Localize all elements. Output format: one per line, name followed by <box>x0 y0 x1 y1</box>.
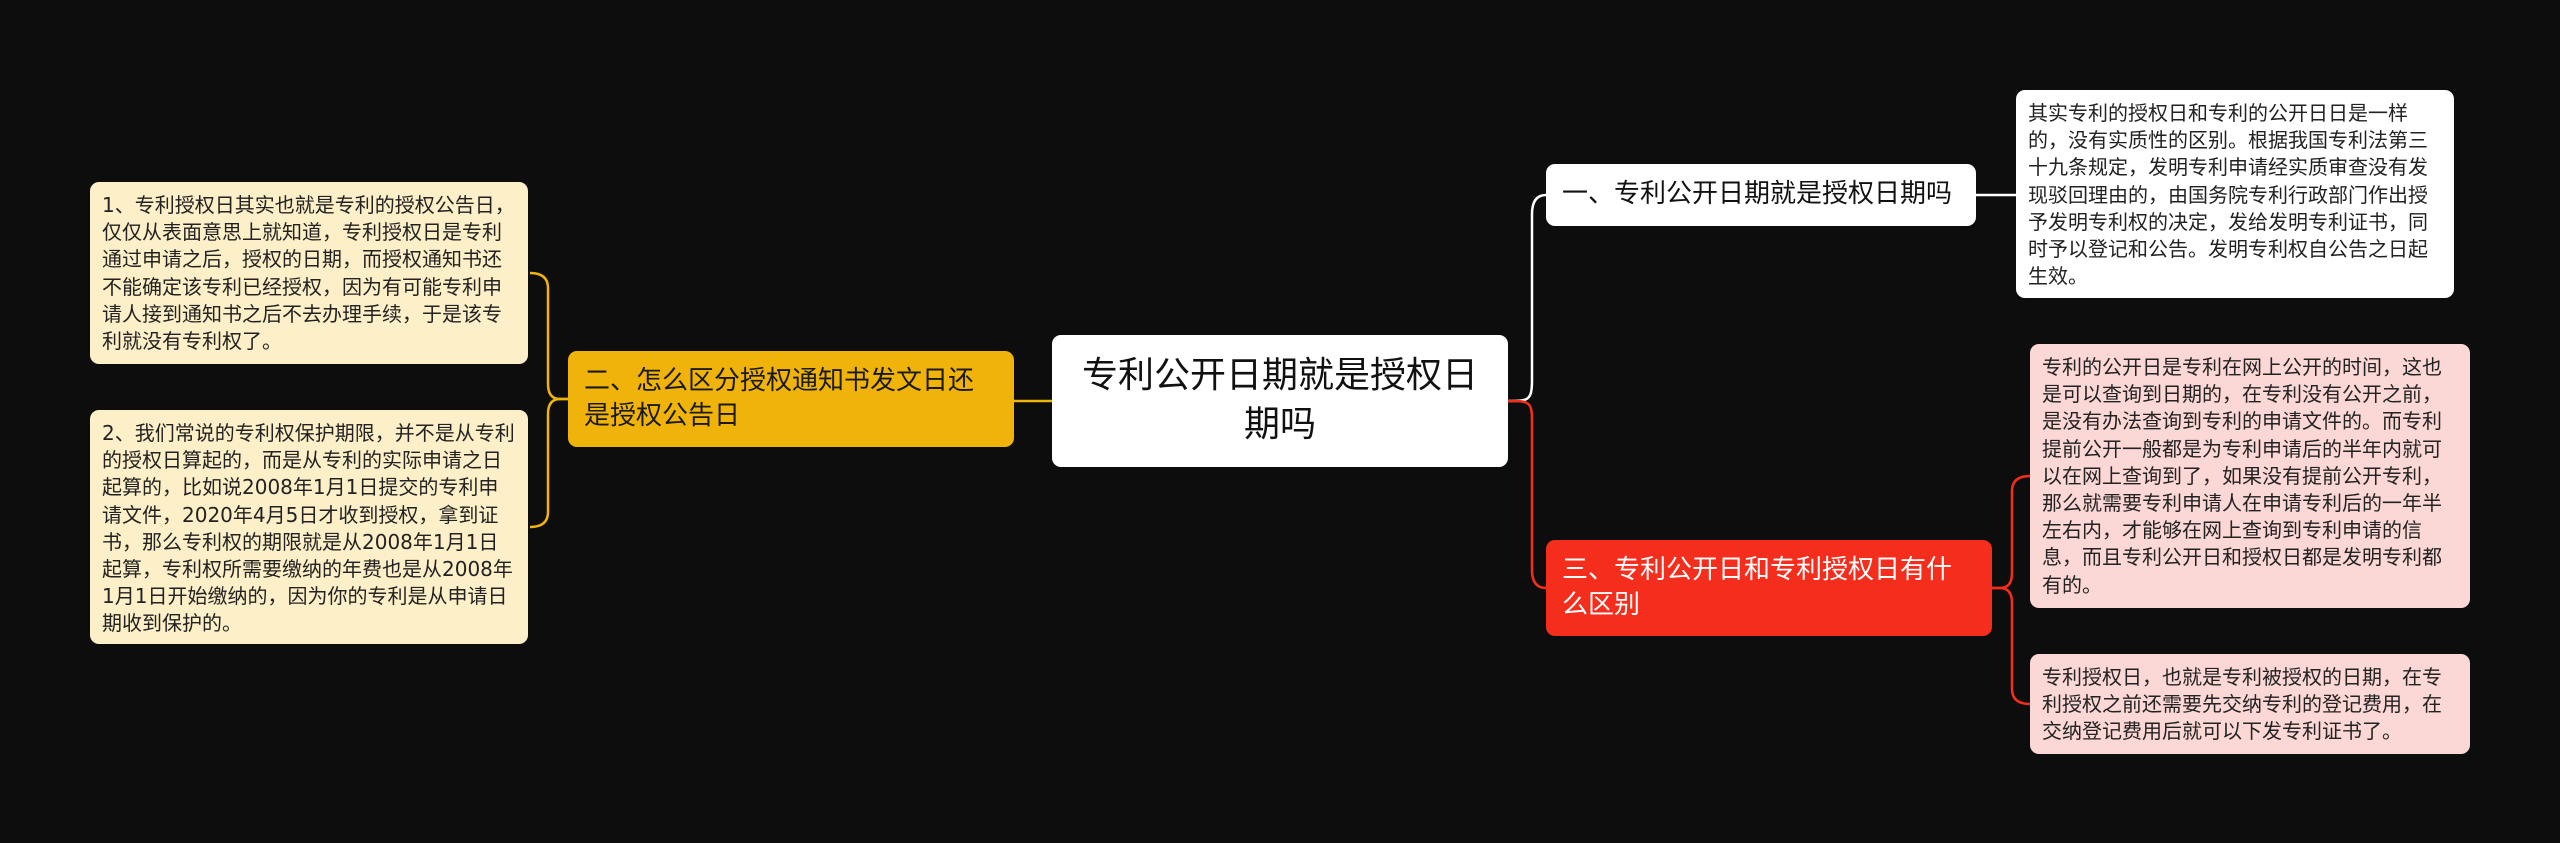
branch-topic-3[interactable]: 三、专利公开日和专利授权日有什么区别 <box>1546 540 1992 636</box>
leaf-topic-1-1-text: 其实专利的授权日和专利的公开日日是一样的，没有实质性的区别。根据我国专利法第三十… <box>2028 101 2428 289</box>
link-root-branch3 <box>1507 399 1547 590</box>
link-branch3-leaf2 <box>1992 586 2031 706</box>
link-root-branch1 <box>1507 193 1547 403</box>
branch-topic-1[interactable]: 一、专利公开日期就是授权日期吗 <box>1546 164 1976 226</box>
link-branch2-leaf2 <box>529 397 568 529</box>
leaf-topic-2-1-text: 1、专利授权日其实也就是专利的授权公告日，仅仅从表面意思上就知道，专利授权日是专… <box>102 193 515 353</box>
leaf-topic-1-1[interactable]: 其实专利的授权日和专利的公开日日是一样的，没有实质性的区别。根据我国专利法第三十… <box>2016 90 2454 298</box>
leaf-topic-3-1[interactable]: 专利的公开日是专利在网上公开的时间，这也是可以查询到日期的，在专利没有公开之前，… <box>2030 344 2470 608</box>
link-branch3-leaf1 <box>1992 474 2031 590</box>
leaf-topic-2-2[interactable]: 2、我们常说的专利权保护期限，并不是从专利的授权日算起的，而是从专利的实际申请之… <box>90 410 528 644</box>
branch-topic-2-label: 二、怎么区分授权通知书发文日还是授权公告日 <box>584 365 975 431</box>
branch-topic-3-label: 三、专利公开日和专利授权日有什么区别 <box>1562 554 1953 620</box>
leaf-topic-2-2-text: 2、我们常说的专利权保护期限，并不是从专利的授权日算起的，而是从专利的实际申请之… <box>102 421 515 636</box>
leaf-topic-3-2-text: 专利授权日，也就是专利被授权的日期，在专利授权之前还需要先交纳专利的登记费用，在… <box>2042 665 2442 744</box>
leaf-topic-3-2[interactable]: 专利授权日，也就是专利被授权的日期，在专利授权之前还需要先交纳专利的登记费用，在… <box>2030 654 2470 754</box>
leaf-topic-3-1-text: 专利的公开日是专利在网上公开的时间，这也是可以查询到日期的，在专利没有公开之前，… <box>2042 355 2442 597</box>
link-branch2-leaf1 <box>529 271 568 401</box>
branch-topic-1-label: 一、专利公开日期就是授权日期吗 <box>1562 179 1953 210</box>
leaf-topic-2-1[interactable]: 1、专利授权日其实也就是专利的授权公告日，仅仅从表面意思上就知道，专利授权日是专… <box>90 182 528 364</box>
root-topic-label: 专利公开日期就是授权日期吗 <box>1081 355 1478 445</box>
branch-topic-2[interactable]: 二、怎么区分授权通知书发文日还是授权公告日 <box>568 351 1014 447</box>
root-topic[interactable]: 专利公开日期就是授权日期吗 <box>1052 335 1508 467</box>
